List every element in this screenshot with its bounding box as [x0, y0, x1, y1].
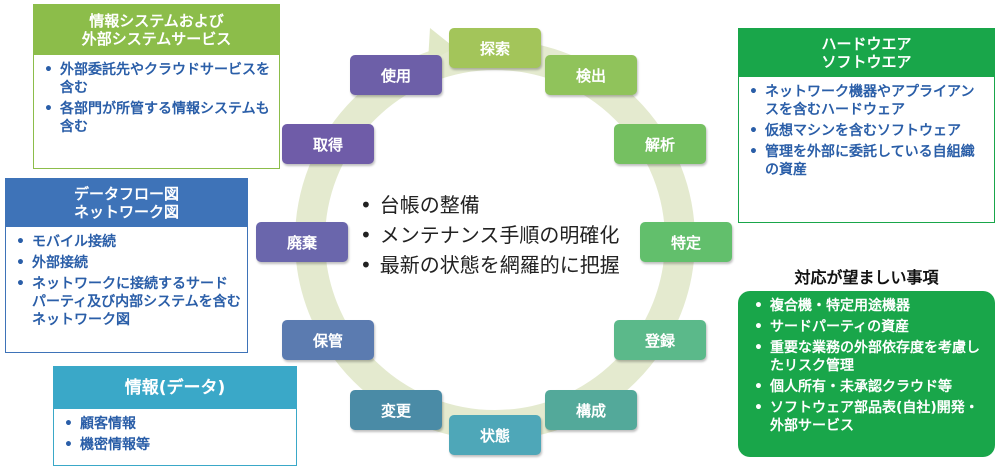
list-item: 外部委託先やクラウドサービスを含む	[44, 61, 273, 97]
panel-recommended: 複合機・特定用途機器 サードパーティの資産 重要な業務の外部依存度を考慮したリス…	[738, 291, 995, 457]
title-line: 外部システムサービス	[81, 30, 232, 48]
cycle-node-acquire: 取得	[282, 124, 374, 164]
cycle-node-analyze: 解析	[614, 124, 706, 164]
cycle-node-search: 探索	[449, 28, 541, 68]
list-item: 仮想マシンを含むソフトウェア	[749, 122, 988, 140]
list-item: 各部門が所管する情報システムも含む	[44, 100, 273, 136]
title-line: データフロー図	[73, 185, 179, 203]
panel-hardware-title: ハードウエア ソフトウエア	[739, 29, 994, 77]
panel-data: 情報(データ) 顧客情報 機密情報等	[53, 366, 297, 466]
center-item: 最新の状態を網羅的に把握	[360, 250, 620, 280]
list-item: 複合機・特定用途機器	[754, 297, 989, 315]
list-item: 個人所有・未承認クラウド等	[754, 378, 989, 396]
cycle-node-register: 登録	[614, 320, 706, 360]
cycle-node-config: 構成	[545, 390, 637, 430]
title-line: ハードウエア	[821, 35, 912, 53]
list-item: ネットワークに接続するサードパーティ及び内部システムを含むネットワーク図	[16, 275, 241, 329]
list-item: サードパーティの資産	[754, 318, 989, 336]
center-item: 台帳の整備	[360, 190, 620, 220]
cycle-node-dispose: 廃棄	[256, 222, 348, 262]
panel-hardware: ハードウエア ソフトウエア ネットワーク機器やアプライアンスを含むハードウェア …	[738, 28, 995, 223]
panel-data-title: 情報(データ)	[54, 367, 296, 409]
title-line: ネットワーク図	[73, 203, 179, 221]
list-item: 外部接続	[16, 254, 241, 272]
title-line: ソフトウエア	[821, 53, 912, 71]
list-item: ソフトウェア部品表(自社)開発・外部サービス	[754, 399, 989, 435]
cycle-node-detect: 検出	[545, 55, 637, 95]
cycle-node-change: 変更	[350, 390, 442, 430]
center-item: メンテナンス手順の明確化	[360, 220, 620, 250]
list-item: 顧客情報	[64, 415, 290, 433]
cycle-node-use: 使用	[350, 55, 442, 95]
list-item: ネットワーク機器やアプライアンスを含むハードウェア	[749, 83, 988, 119]
cycle-node-state: 状態	[449, 415, 541, 455]
list-item: 重要な業務の外部依存度を考慮したリスク管理	[754, 339, 989, 375]
cycle-node-store: 保管	[282, 320, 374, 360]
center-list: 台帳の整備 メンテナンス手順の明確化 最新の状態を網羅的に把握	[360, 190, 620, 280]
list-item: モバイル接続	[16, 233, 241, 251]
recommended-heading: 対応が望ましい事項	[794, 268, 939, 287]
title-line: 情報(データ)	[124, 378, 226, 398]
panel-dataflow-title: データフロー図 ネットワーク図	[6, 179, 247, 227]
panel-dataflow: データフロー図 ネットワーク図 モバイル接続 外部接続 ネットワークに接続するサ…	[5, 178, 248, 353]
ring-arrowhead	[428, 28, 455, 62]
panel-info-systems-title: 情報システムおよび 外部システムサービス	[34, 5, 279, 55]
list-item: 機密情報等	[64, 436, 290, 454]
cycle-node-identify: 特定	[640, 222, 732, 262]
title-line: 情報システムおよび	[89, 12, 224, 30]
panel-info-systems: 情報システムおよび 外部システムサービス 外部委託先やクラウドサービスを含む 各…	[33, 4, 280, 169]
list-item: 管理を外部に委託している自組織の資産	[749, 143, 988, 179]
